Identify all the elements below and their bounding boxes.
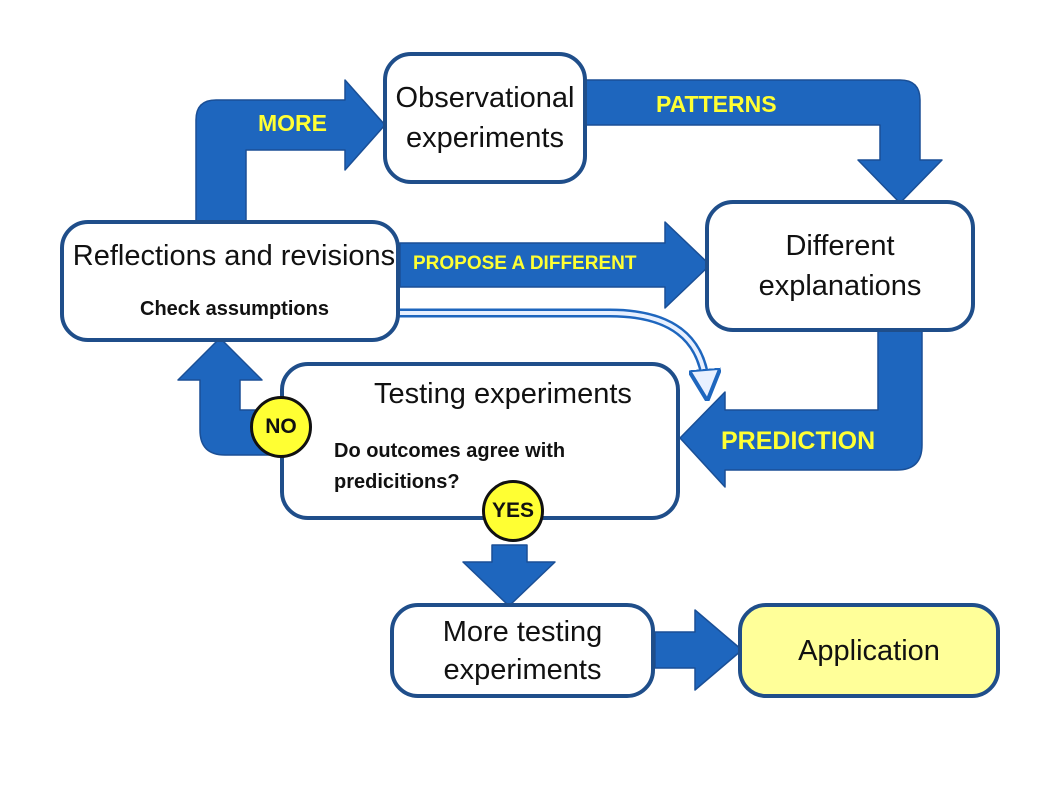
label-more: MORE [258,110,327,136]
node-application: Application [738,603,1000,698]
badge-yes: YES [482,480,544,542]
node-reflections-title: Reflections and revisions [72,240,396,272]
node-testing: Testing experiments Do outcomes agree wi… [280,362,680,520]
arrow-thin-curve-inner [396,311,706,385]
label-patterns: PATTERNS [656,91,777,117]
node-observational: Observational experiments [383,52,587,184]
node-different-explanations: Different explanations [705,200,975,332]
node-reflections: Reflections and revisions Check assumpti… [60,220,400,342]
label-prediction: PREDICTION [721,427,876,455]
node-reflections-subtitle: Check assumptions [140,298,329,320]
label-propose: PROPOSE A DIFFERENT [413,253,637,274]
node-application-text: Application [798,634,940,667]
node-testing-title: Testing experiments [374,378,632,410]
node-observational-text: Observational experiments [395,82,575,154]
arrow-propose [399,221,711,309]
arrow-to-application [654,609,743,691]
arrow-prediction [679,329,923,488]
node-testing-question: Do outcomes agree with predicitions? [334,440,566,493]
node-more-testing: More testing experiments [390,603,655,698]
arrow-patterns [584,79,943,204]
node-more-testing-text: More testing experiments [442,615,603,686]
node-different-explanations-text: Different explanations [758,230,922,302]
arrow-yes [462,544,556,607]
arrow-more [195,79,386,226]
badge-no: NO [250,396,312,458]
